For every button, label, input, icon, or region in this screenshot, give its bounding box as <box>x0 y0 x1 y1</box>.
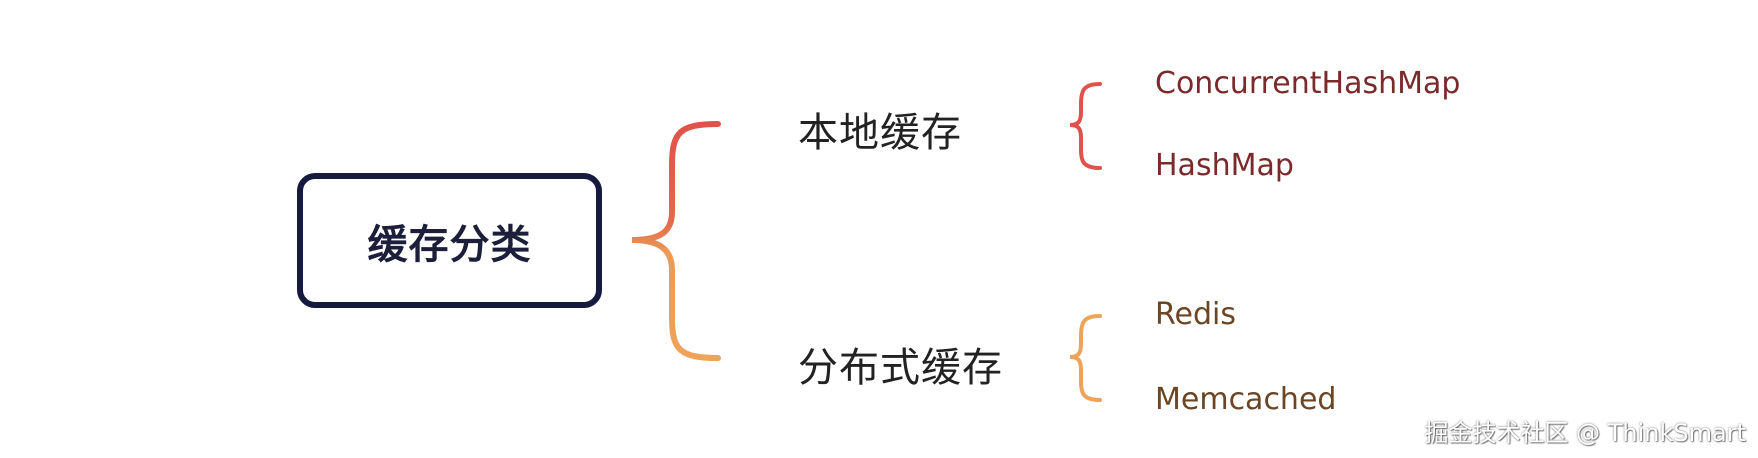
leaf-memcached: Memcached <box>1155 382 1337 417</box>
leaf-concurrenthashmap: ConcurrentHashMap <box>1155 66 1461 101</box>
leaf-redis: Redis <box>1155 297 1236 332</box>
leaf-hashmap: HashMap <box>1155 148 1294 183</box>
root-node-label: 缓存分类 <box>367 221 532 268</box>
main-brace <box>631 121 721 361</box>
branch-distributed-cache: 分布式缓存 <box>798 345 1003 391</box>
watermark: 掘金技术社区 @ ThinkSmart <box>1424 419 1746 447</box>
root-node: 缓存分类 <box>297 173 602 308</box>
distributed-cache-brace <box>1069 314 1102 402</box>
local-cache-brace <box>1069 82 1102 170</box>
branch-local-cache: 本地缓存 <box>798 110 962 156</box>
